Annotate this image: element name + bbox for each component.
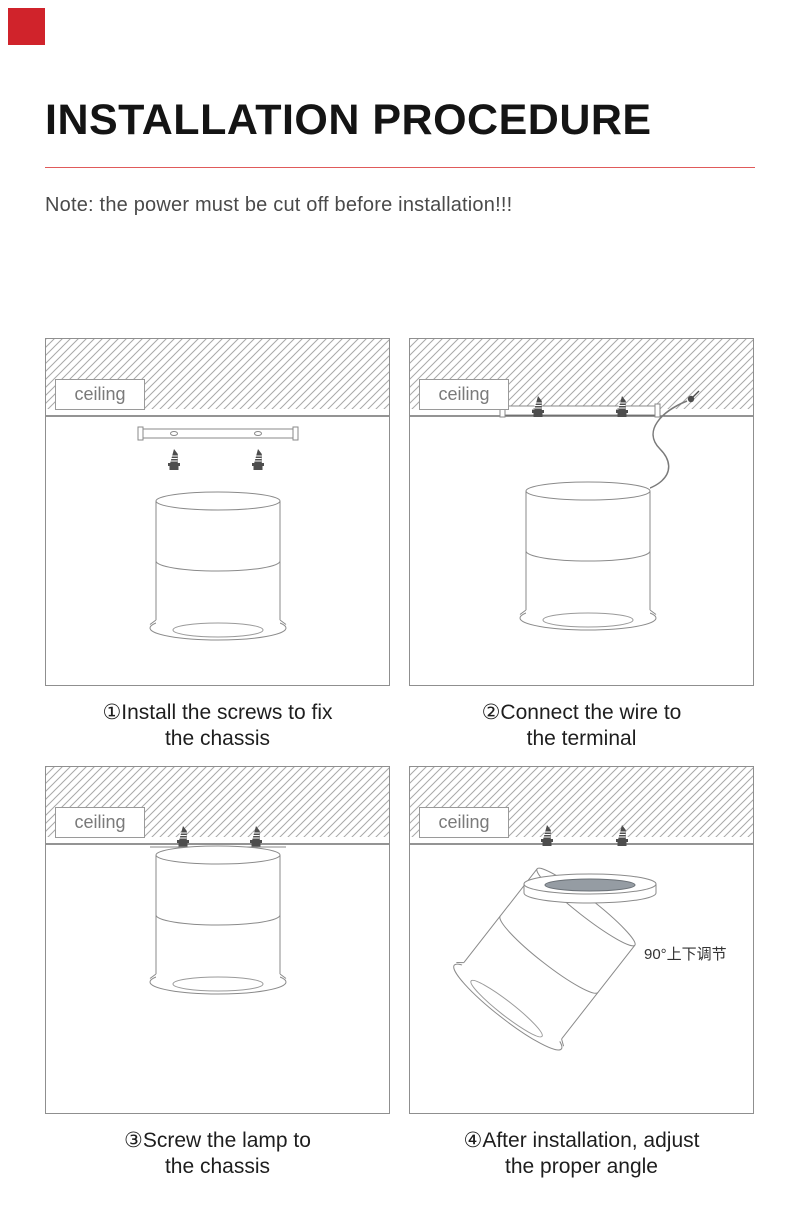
safety-note: Note: the power must be cut off before i… — [45, 194, 513, 216]
ceiling-label: ceiling — [55, 379, 145, 410]
mounting-bracket-drawing — [137, 426, 299, 441]
step-1-caption: ①Install the screws to fix the chassis — [102, 701, 333, 750]
step-4-panel: ceiling 90°上下调节 — [409, 766, 754, 1114]
terminal-connector-lead — [690, 390, 700, 400]
angle-adjust-annotation: 90°上下调节 — [644, 946, 727, 963]
ceiling-label: ceiling — [419, 379, 509, 410]
ceiling-label: ceiling — [55, 807, 145, 838]
ceiling-label: ceiling — [419, 807, 509, 838]
step-3-caption: ③Screw the lamp to the chassis — [124, 1129, 311, 1178]
brand-logo-square — [8, 8, 45, 45]
title-underline — [45, 167, 755, 168]
screw-icon — [167, 448, 181, 471]
page-title: INSTALLATION PROCEDURE — [45, 96, 652, 144]
downlight-lamp-drawing — [149, 491, 287, 641]
downlight-lamp-drawing — [149, 845, 287, 995]
step-4-caption: ④After installation, adjust the proper a… — [463, 1129, 700, 1178]
screw-icon — [251, 448, 265, 471]
step-1-panel: ceiling — [45, 338, 390, 686]
step-3-panel: ceiling — [45, 766, 390, 1114]
step-2-panel: ceiling — [409, 338, 754, 686]
mount-disc-drawing — [523, 873, 657, 904]
step-2-caption: ②Connect the wire to the terminal — [481, 701, 682, 750]
mounting-bracket-drawing — [499, 403, 661, 418]
downlight-lamp-drawing — [519, 481, 657, 631]
